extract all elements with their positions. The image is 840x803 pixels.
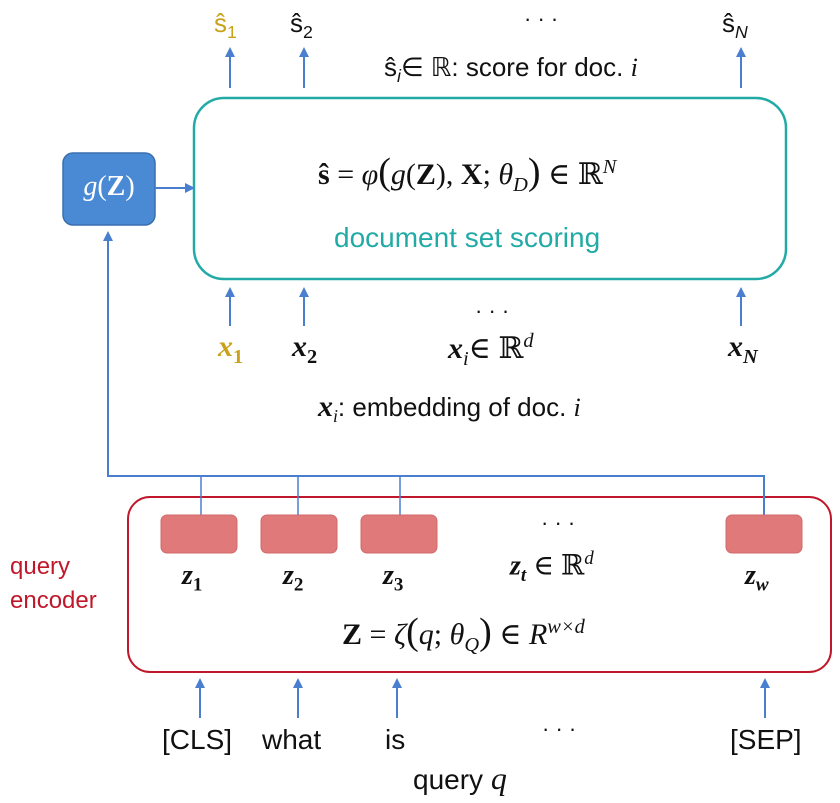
z1-label: z1	[182, 560, 203, 596]
token-sep: [SEP]	[730, 724, 802, 755]
z2-vector	[260, 514, 338, 554]
token-what: what	[262, 724, 322, 755]
token-dots: · · ·	[542, 716, 577, 741]
input-dots: · · ·	[475, 298, 510, 323]
embedding-note: xi: embedding of doc. i	[318, 390, 581, 427]
query-encoder-label-line1: query	[10, 553, 71, 580]
input-x1: x1	[218, 330, 244, 368]
zt-label: zt ∈ ℝd	[510, 548, 594, 586]
output-s1: ŝ1	[214, 8, 237, 43]
z2-label: z2	[283, 560, 304, 596]
z-dots: · · ·	[541, 510, 576, 535]
input-x2: x2	[292, 330, 318, 368]
token-cls: [CLS]	[162, 724, 233, 755]
zw-vector	[725, 514, 803, 554]
output-sN: ŝN	[722, 8, 748, 43]
scoring-formula: ŝ = φ(g(Z), X; θD) ∈ ℝN	[318, 151, 617, 196]
score-note: ŝi∈ ℝ: score for doc. i	[384, 52, 638, 87]
scoring-caption: document set scoring	[334, 222, 601, 253]
z3-vector	[360, 514, 438, 554]
output-dots: · · ·	[524, 6, 559, 31]
z1-vector	[160, 514, 238, 554]
z3-label: z3	[383, 560, 404, 596]
query-encoder-label-line2: encoder	[10, 587, 97, 614]
g-z-label: g(Z)	[83, 171, 135, 202]
input-xN: xN	[728, 330, 758, 368]
input-xi: xi∈ ℝd	[448, 330, 534, 370]
connector-z-to-gz	[103, 231, 765, 515]
encoder-formula: Z = ζ(q; θQ) ∈ Rw×d	[342, 611, 585, 656]
query-encoder-box	[127, 496, 832, 673]
query-label: query q	[413, 760, 507, 796]
zw-label: zw	[745, 560, 769, 596]
token-is: is	[385, 724, 406, 755]
output-s2: ŝ2	[290, 8, 313, 43]
